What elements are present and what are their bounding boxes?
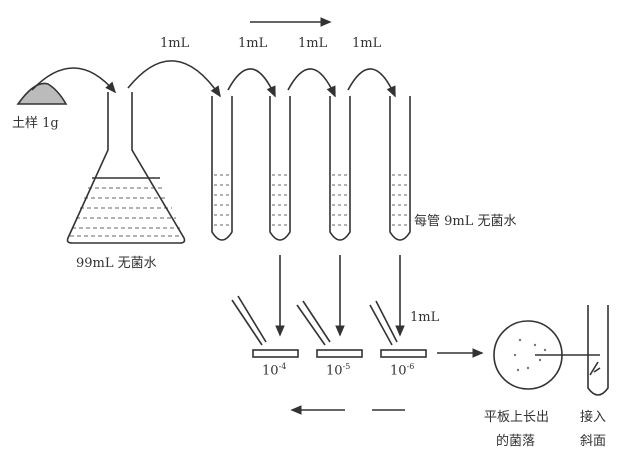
dilution-base: 10 [326,363,343,379]
colony-label-2: 的菌落 [496,434,536,449]
transfer-label: 1mL [352,36,382,51]
arrow-tube2-to-tube3 [287,68,336,98]
petri-dishes [252,349,427,358]
dilution-exponent: -5 [342,362,351,371]
arrow-tube1-to-tube2 [227,68,276,98]
dilution-base: 10 [262,363,279,379]
slant-label-2: 斜面 [580,434,607,449]
transfer-label: 1mL [298,36,328,51]
plate-transfer-label: 1mL [410,310,440,325]
slant-tube [587,305,609,396]
arrow-flask-to-tube1 [127,60,221,98]
flask [66,92,186,244]
dilution-label: 10-6 [390,362,414,378]
arrow-tube3-to-tube4 [347,68,396,98]
slant-label-1: 接入 [580,410,607,425]
dilution-exponent: -4 [278,362,287,371]
tube-label: 每管 9mL 无菌水 [414,214,517,229]
dilution-label: 10-5 [326,362,350,378]
flask-label: 99mL 无菌水 [76,256,157,271]
colony-label-1: 平板上长出 [484,410,550,425]
soil-pile [16,82,68,105]
arrow-soil-to-flask [31,67,117,94]
transfer-label: 1mL [238,36,268,51]
dilution-label: 10-4 [262,362,286,378]
test-tubes [211,96,411,241]
dilution-exponent: -6 [406,362,415,371]
dilution-base: 10 [390,363,407,379]
pipettes [231,295,398,346]
transfer-label: 1mL [160,36,190,51]
soil-label: 土样 1g [12,116,59,131]
